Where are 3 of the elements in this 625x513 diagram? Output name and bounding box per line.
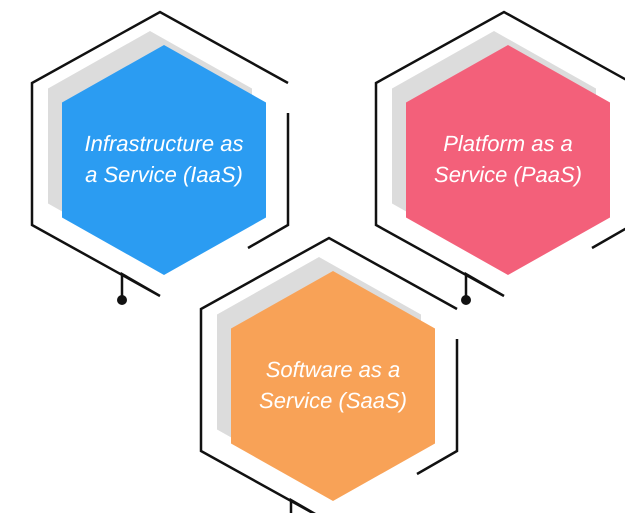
hexagon-label: Infrastructure as a Service (IaaS) bbox=[84, 130, 244, 189]
hexagon-label: Software as a Service (SaaS) bbox=[258, 356, 408, 415]
hexagon-label: Platform as a Service (PaaS) bbox=[433, 130, 583, 189]
